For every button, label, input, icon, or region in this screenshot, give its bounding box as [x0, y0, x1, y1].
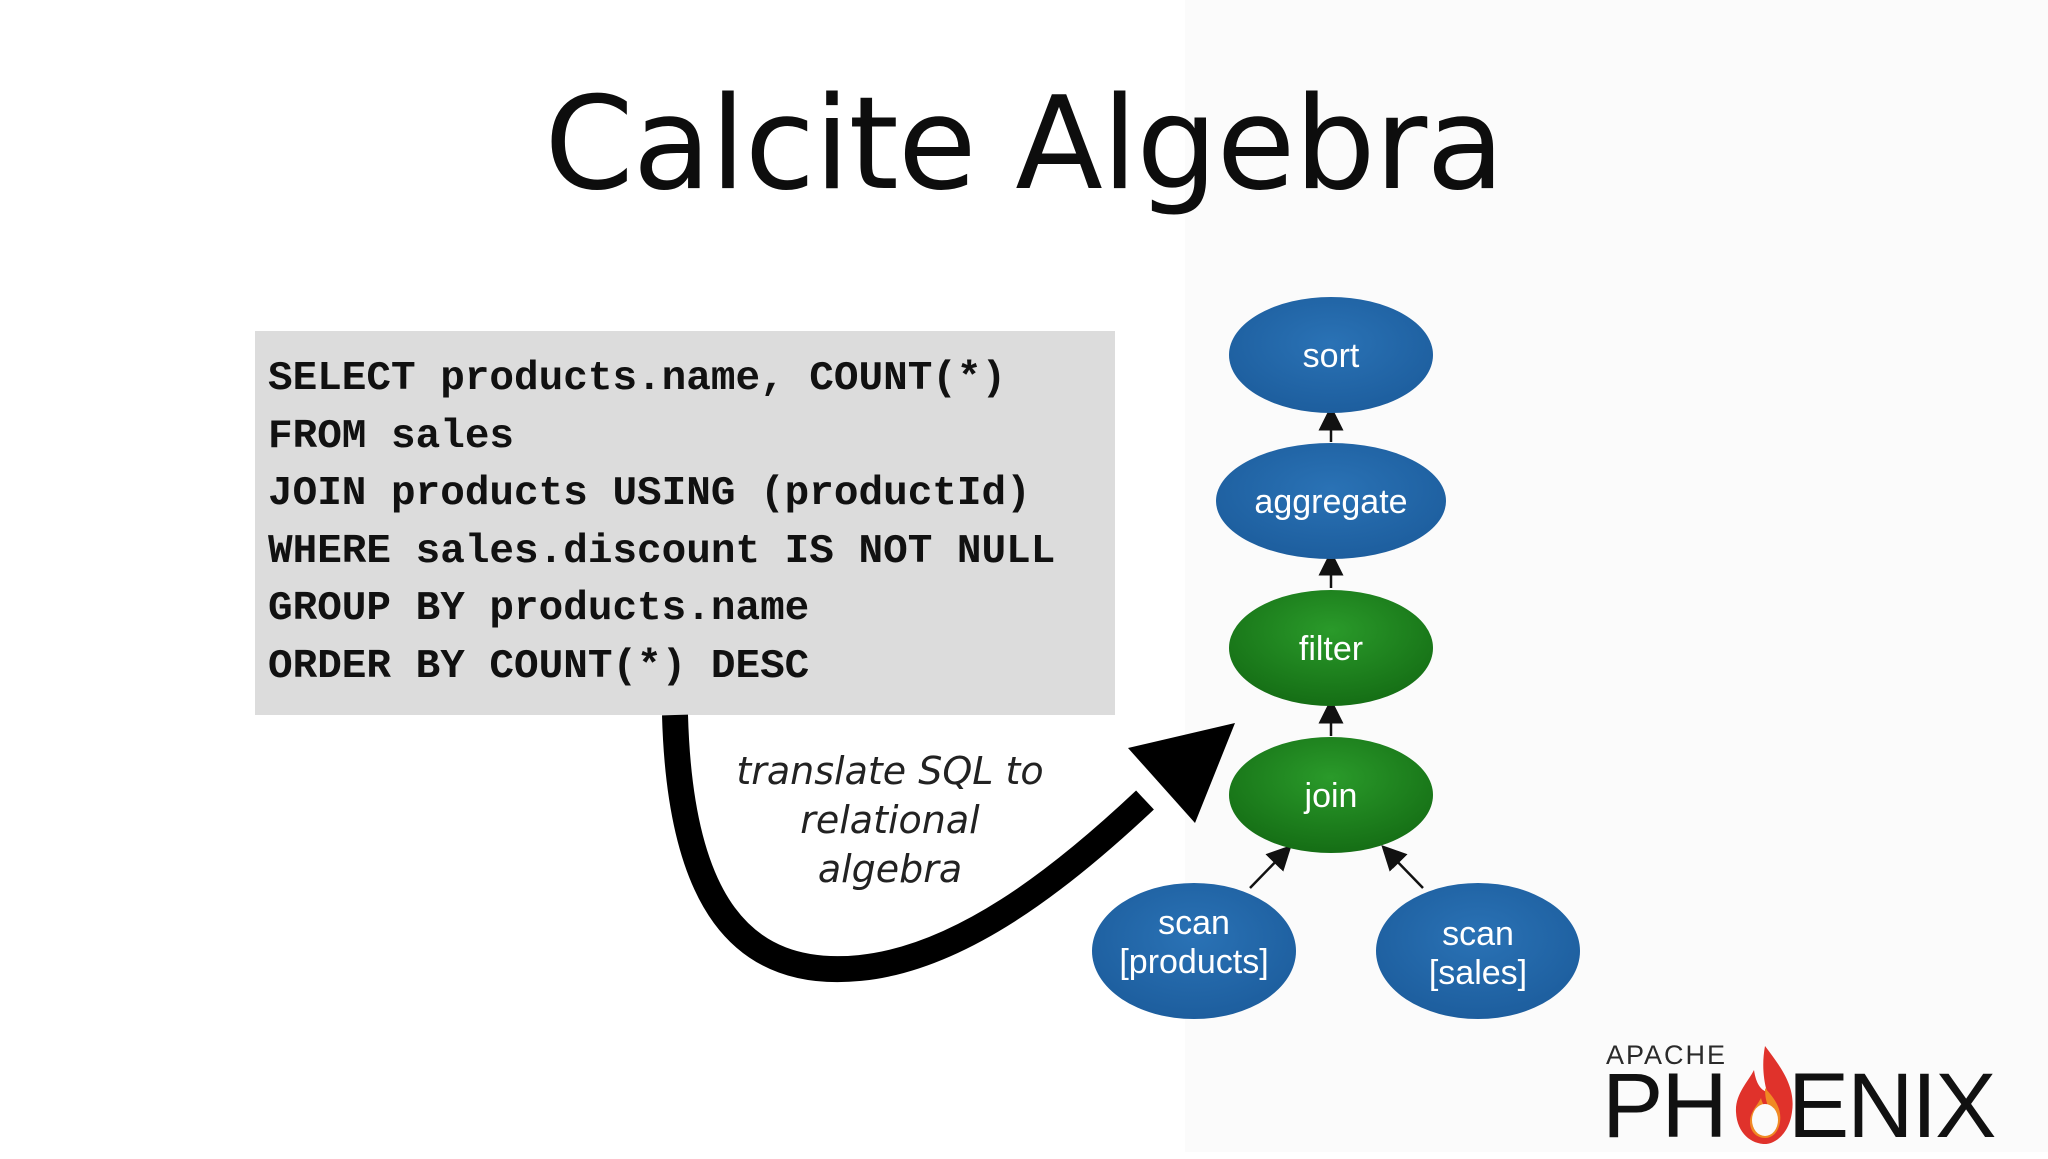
sql-line: GROUP BY products.name: [268, 586, 810, 632]
node-sort: sort: [1229, 297, 1433, 413]
node-aggregate: aggregate: [1216, 443, 1446, 559]
edge-scanproducts-join: [1249, 845, 1292, 889]
sql-line: SELECT products.name, COUNT(*): [268, 356, 1007, 402]
logo-apache-text: APACHE: [1606, 1040, 1728, 1070]
sql-line: WHERE sales.discount IS NOT NULL: [268, 528, 1056, 575]
node-scan-products: scan [products]: [1092, 883, 1296, 1019]
node-label: filter: [1299, 630, 1363, 668]
phoenix-flame-icon: [1735, 1046, 1793, 1144]
annotation-line: algebra: [818, 847, 962, 891]
background-panel: [1185, 0, 2048, 1152]
sql-line: JOIN products USING (productId): [268, 471, 1031, 517]
node-join: join: [1229, 737, 1433, 853]
annotation-line: relational: [800, 798, 980, 842]
translate-arrow-head: [1128, 723, 1235, 823]
apache-phoenix-logo: APACHE PH ENIX: [1602, 1040, 2042, 1157]
node-filter: filter: [1229, 590, 1433, 706]
node-label: [products]: [1119, 943, 1268, 981]
node-label: scan: [1442, 915, 1514, 953]
annotation-line: translate SQL to: [736, 749, 1043, 793]
sql-line: FROM sales: [268, 413, 515, 460]
node-label: [sales]: [1429, 954, 1527, 992]
node-label: sort: [1303, 337, 1360, 375]
sql-code-block: SELECT products.name, COUNT(*) FROM sale…: [255, 331, 1115, 715]
slide-title: Calcite Algebra: [544, 70, 1504, 219]
logo-word-left: PH: [1602, 1055, 1728, 1157]
node-label: scan: [1158, 904, 1230, 942]
node-label: join: [1304, 777, 1358, 815]
node-scan-sales: scan [sales]: [1376, 883, 1580, 1019]
logo-wordmark: PH ENIX: [1602, 1054, 1997, 1159]
logo-word-right: ENIX: [1787, 1055, 1997, 1157]
node-label: aggregate: [1254, 483, 1407, 521]
sql-line: ORDER BY COUNT(*) DESC: [268, 643, 810, 690]
edge-scansales-join: [1381, 845, 1424, 889]
translate-arrow: [662, 714, 1154, 983]
